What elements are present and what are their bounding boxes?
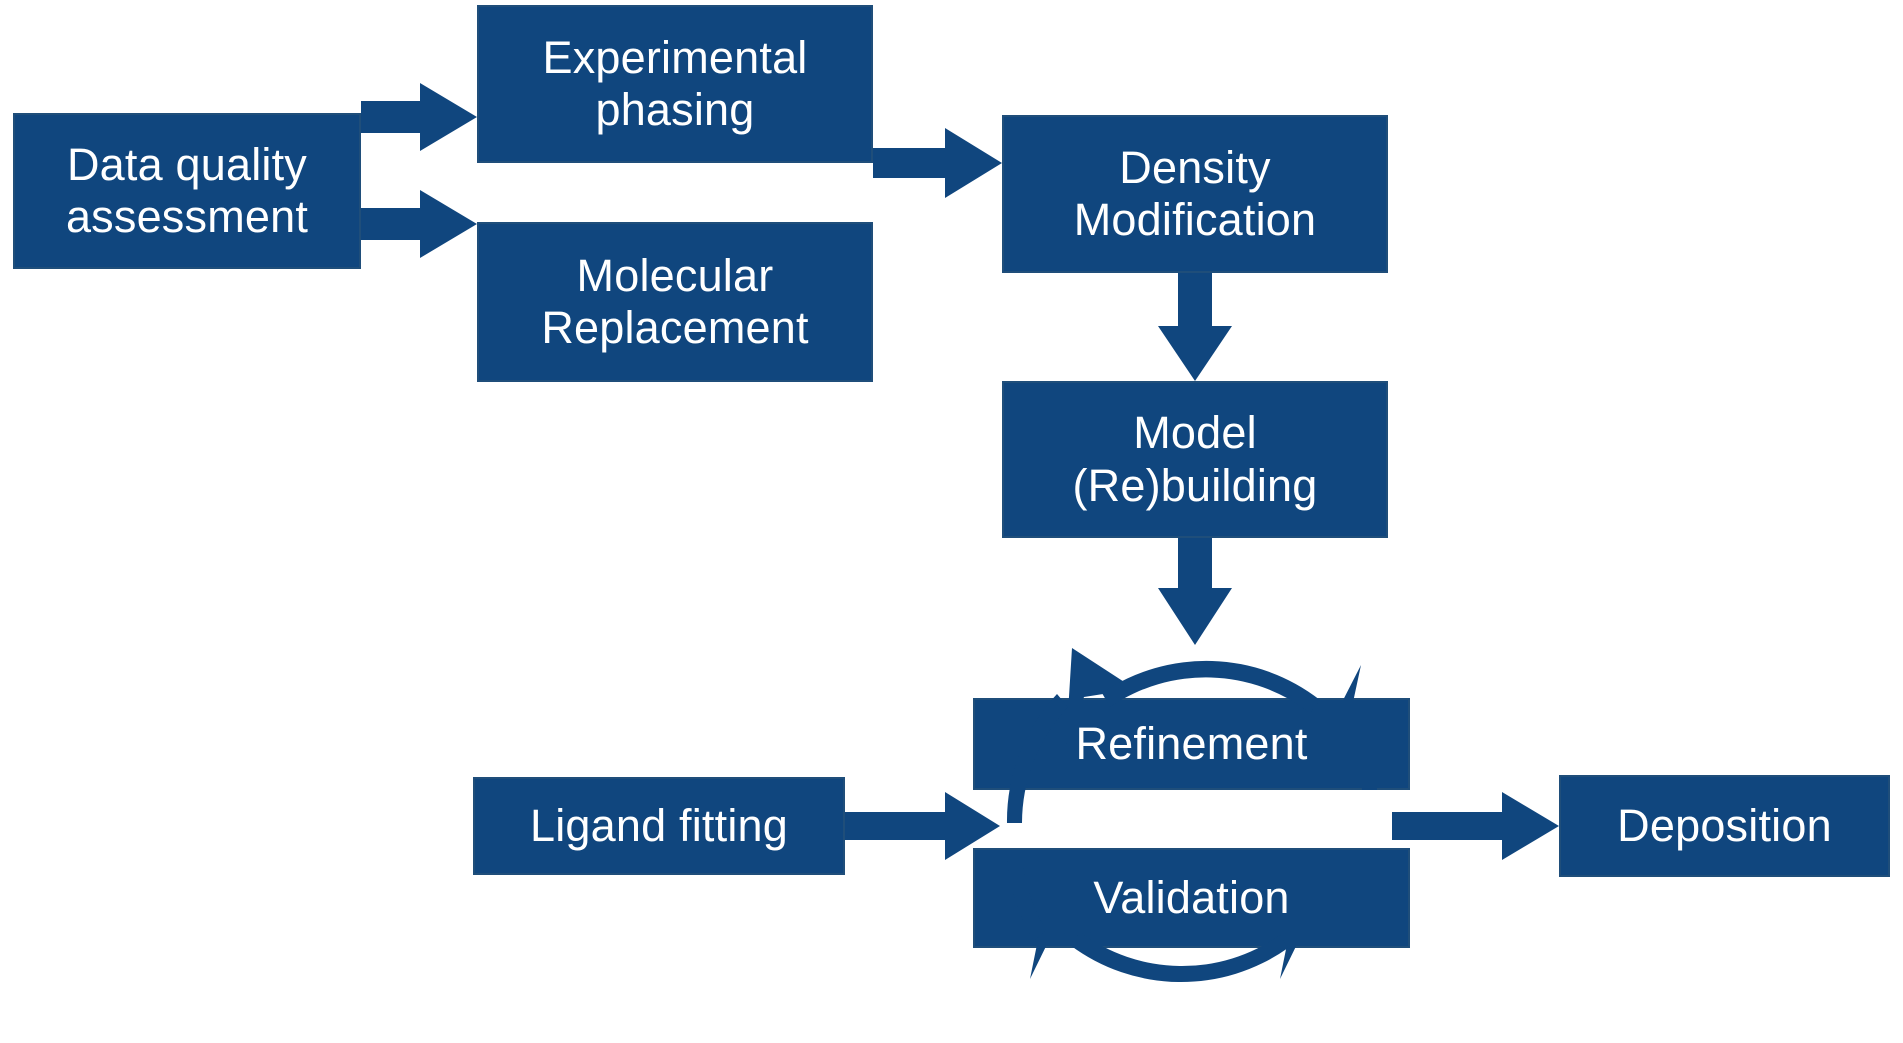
arrow-phasing-to-density-modification (873, 128, 1002, 198)
node-label-refinement: Refinement (1075, 717, 1308, 769)
node-label-experimental-phasing: Experimental phasing (542, 31, 808, 135)
node-experimental-phasing[interactable]: Experimental phasing (477, 5, 873, 163)
arrow-density-modification-to-model-rebuilding (1158, 273, 1232, 381)
node-label-molecular-replacement: Molecular Replacement (541, 249, 809, 353)
node-model-rebuilding[interactable]: Model (Re)building (1002, 381, 1388, 538)
arrow-cycle-to-deposition (1392, 792, 1559, 860)
arrow-ligand-fitting-to-refinement-cycle (845, 792, 1000, 860)
node-refinement[interactable]: Refinement (973, 698, 1410, 790)
arrow-data-quality-to-molecular-replacement (361, 190, 477, 258)
node-validation[interactable]: Validation (973, 848, 1410, 948)
node-label-density-modification: Density Modification (1073, 141, 1317, 245)
node-label-data-quality-assessment: Data quality assessment (65, 138, 309, 242)
node-label-model-rebuilding: Model (Re)building (1072, 407, 1318, 511)
node-deposition[interactable]: Deposition (1559, 775, 1890, 877)
arrow-model-rebuilding-to-refinement (1158, 538, 1232, 645)
node-label-deposition: Deposition (1617, 799, 1832, 851)
node-data-quality-assessment[interactable]: Data quality assessment (13, 113, 361, 269)
arrow-data-quality-to-experimental-phasing (361, 83, 477, 151)
node-label-ligand-fitting: Ligand fitting (530, 799, 788, 851)
node-label-validation: Validation (1093, 871, 1290, 923)
node-ligand-fitting[interactable]: Ligand fitting (473, 777, 845, 875)
node-molecular-replacement[interactable]: Molecular Replacement (477, 222, 873, 382)
node-density-modification[interactable]: Density Modification (1002, 115, 1388, 273)
